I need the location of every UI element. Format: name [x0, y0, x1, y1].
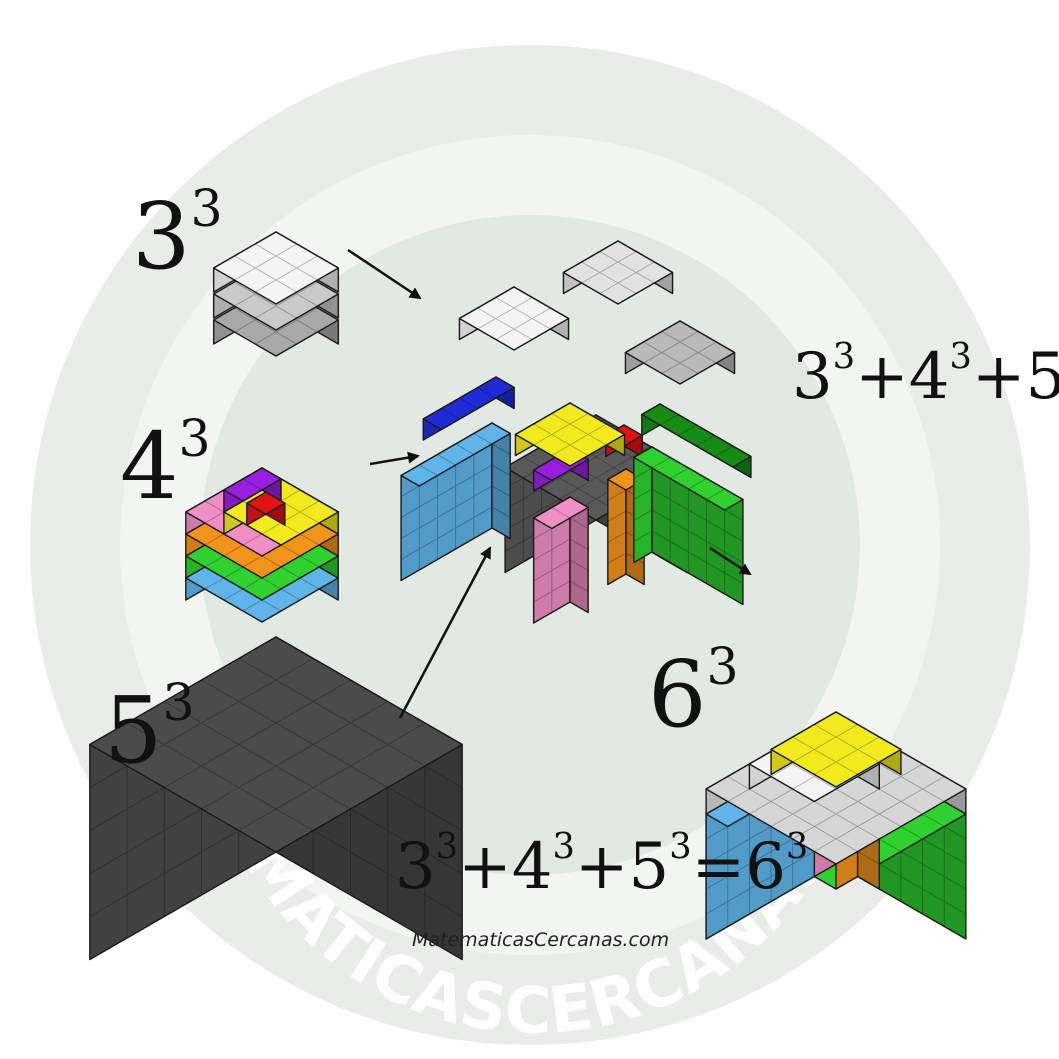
- unit-grid: [533, 413, 607, 456]
- equation: 33+43+53=63: [395, 826, 808, 904]
- label-3-cubed: 33: [132, 179, 223, 290]
- unit-grid: [607, 489, 627, 564]
- top-face: [514, 402, 626, 467]
- cube-6x6x6: [705, 711, 967, 940]
- bar-dark-green: [641, 403, 752, 479]
- arrows: [347, 248, 752, 719]
- top-face: [89, 636, 463, 853]
- unit-grid: [569, 517, 589, 592]
- column-pink: [532, 496, 589, 624]
- unit-grid: [491, 443, 511, 518]
- top-slab-front-right: [624, 320, 736, 385]
- bar-dark-blue: [422, 376, 515, 441]
- arrow-cube3-to-assembly: [347, 248, 422, 300]
- site-credit: MatematicasCercanas.com: [412, 929, 669, 951]
- unit-grid: [651, 457, 725, 500]
- label-4-cubed: 43: [120, 409, 211, 520]
- unit-grid: [533, 507, 571, 613]
- top-face: [212, 231, 340, 305]
- unit-grid: [234, 243, 318, 293]
- top-face: [532, 496, 589, 530]
- top-face: [223, 467, 282, 502]
- arrow-cube5-to-assembly: [398, 546, 492, 719]
- exploded-assembly: [400, 240, 752, 624]
- unit-grid: [400, 433, 493, 570]
- unit-grid: [441, 387, 497, 420]
- label-5-cubed: 53: [104, 673, 195, 784]
- top-slab-back: [562, 240, 674, 305]
- unit-grid: [792, 724, 880, 775]
- top-face: [458, 286, 570, 351]
- slab-light-green: [633, 446, 744, 606]
- unit-grid: [126, 658, 426, 831]
- unit-grid: [633, 467, 653, 542]
- block-purple: [223, 467, 282, 513]
- unit-grid: [659, 414, 733, 457]
- top-yellow: [770, 711, 902, 788]
- top-face: [246, 491, 286, 515]
- layer-top: [212, 231, 340, 305]
- slab-light-blue: [400, 422, 511, 582]
- unit-grid: [643, 331, 717, 374]
- arrow-cube4-to-assembly: [369, 451, 420, 466]
- unit-grid: [581, 251, 655, 294]
- slab-yellow: [514, 402, 626, 467]
- top-face: [633, 446, 744, 511]
- arrow-assembly-to-cube6: [709, 546, 752, 576]
- top-slab-front-left: [458, 286, 570, 351]
- top-face: [400, 422, 511, 487]
- top-face: [641, 403, 752, 468]
- cube-5x5x5: [89, 636, 463, 961]
- label-sum-of-cubes: 33+43+53: [792, 336, 1059, 414]
- unit-grid: [242, 478, 263, 491]
- top-face: [562, 240, 674, 305]
- top-face: [770, 711, 902, 788]
- label-6-cubed: 63: [648, 637, 739, 748]
- unit-grid: [651, 457, 744, 594]
- unit-grid: [477, 297, 551, 340]
- cube-4x4x4: [185, 467, 339, 623]
- unit-grid: [551, 459, 571, 471]
- cube-dark-gray: [89, 636, 463, 961]
- unit-grid: [551, 507, 571, 519]
- unit-grid: [419, 433, 493, 476]
- top-face: [624, 320, 736, 385]
- cube-3x3x3: [212, 231, 340, 357]
- top-face: [422, 376, 515, 431]
- block-red: [246, 491, 286, 526]
